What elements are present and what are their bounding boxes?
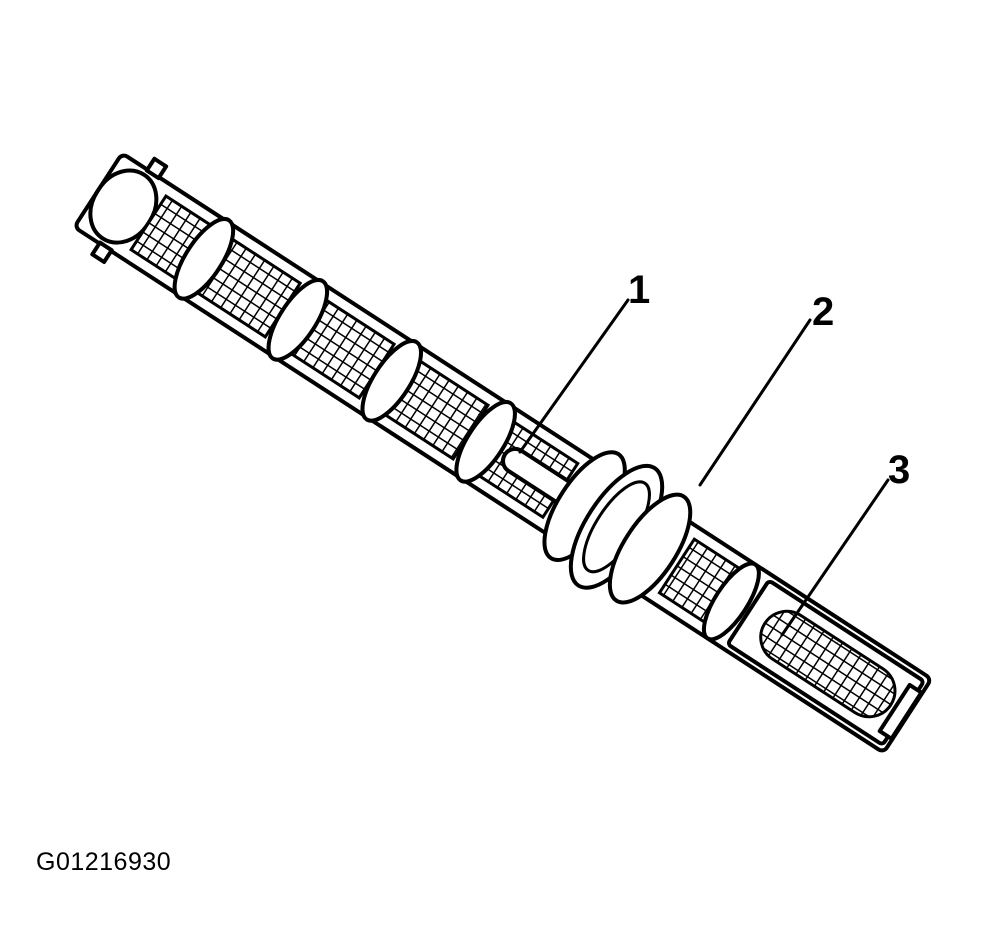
figure-id-label: G01216930 [36,848,172,876]
callout-label-3: 3 [888,448,910,492]
support-ring-3 [360,339,423,423]
callout-leader-2 [698,318,812,487]
outlet-end-flange [877,682,924,741]
support-ring-1 [172,217,236,301]
outlet-ring [701,561,761,642]
callout-leader-3 [780,478,890,637]
housing-tab-bottom [90,240,114,264]
seal-body-back [607,492,693,605]
outlet-filter-screen [759,609,897,719]
callout-label-2: 2 [812,290,834,334]
tube-assembly [74,153,932,753]
housing-tab-top [144,156,169,181]
callout-label-1: 1 [628,268,650,312]
support-ring-2 [266,278,330,362]
callout-leader-1 [518,298,630,454]
support-ring-4 [454,400,517,484]
